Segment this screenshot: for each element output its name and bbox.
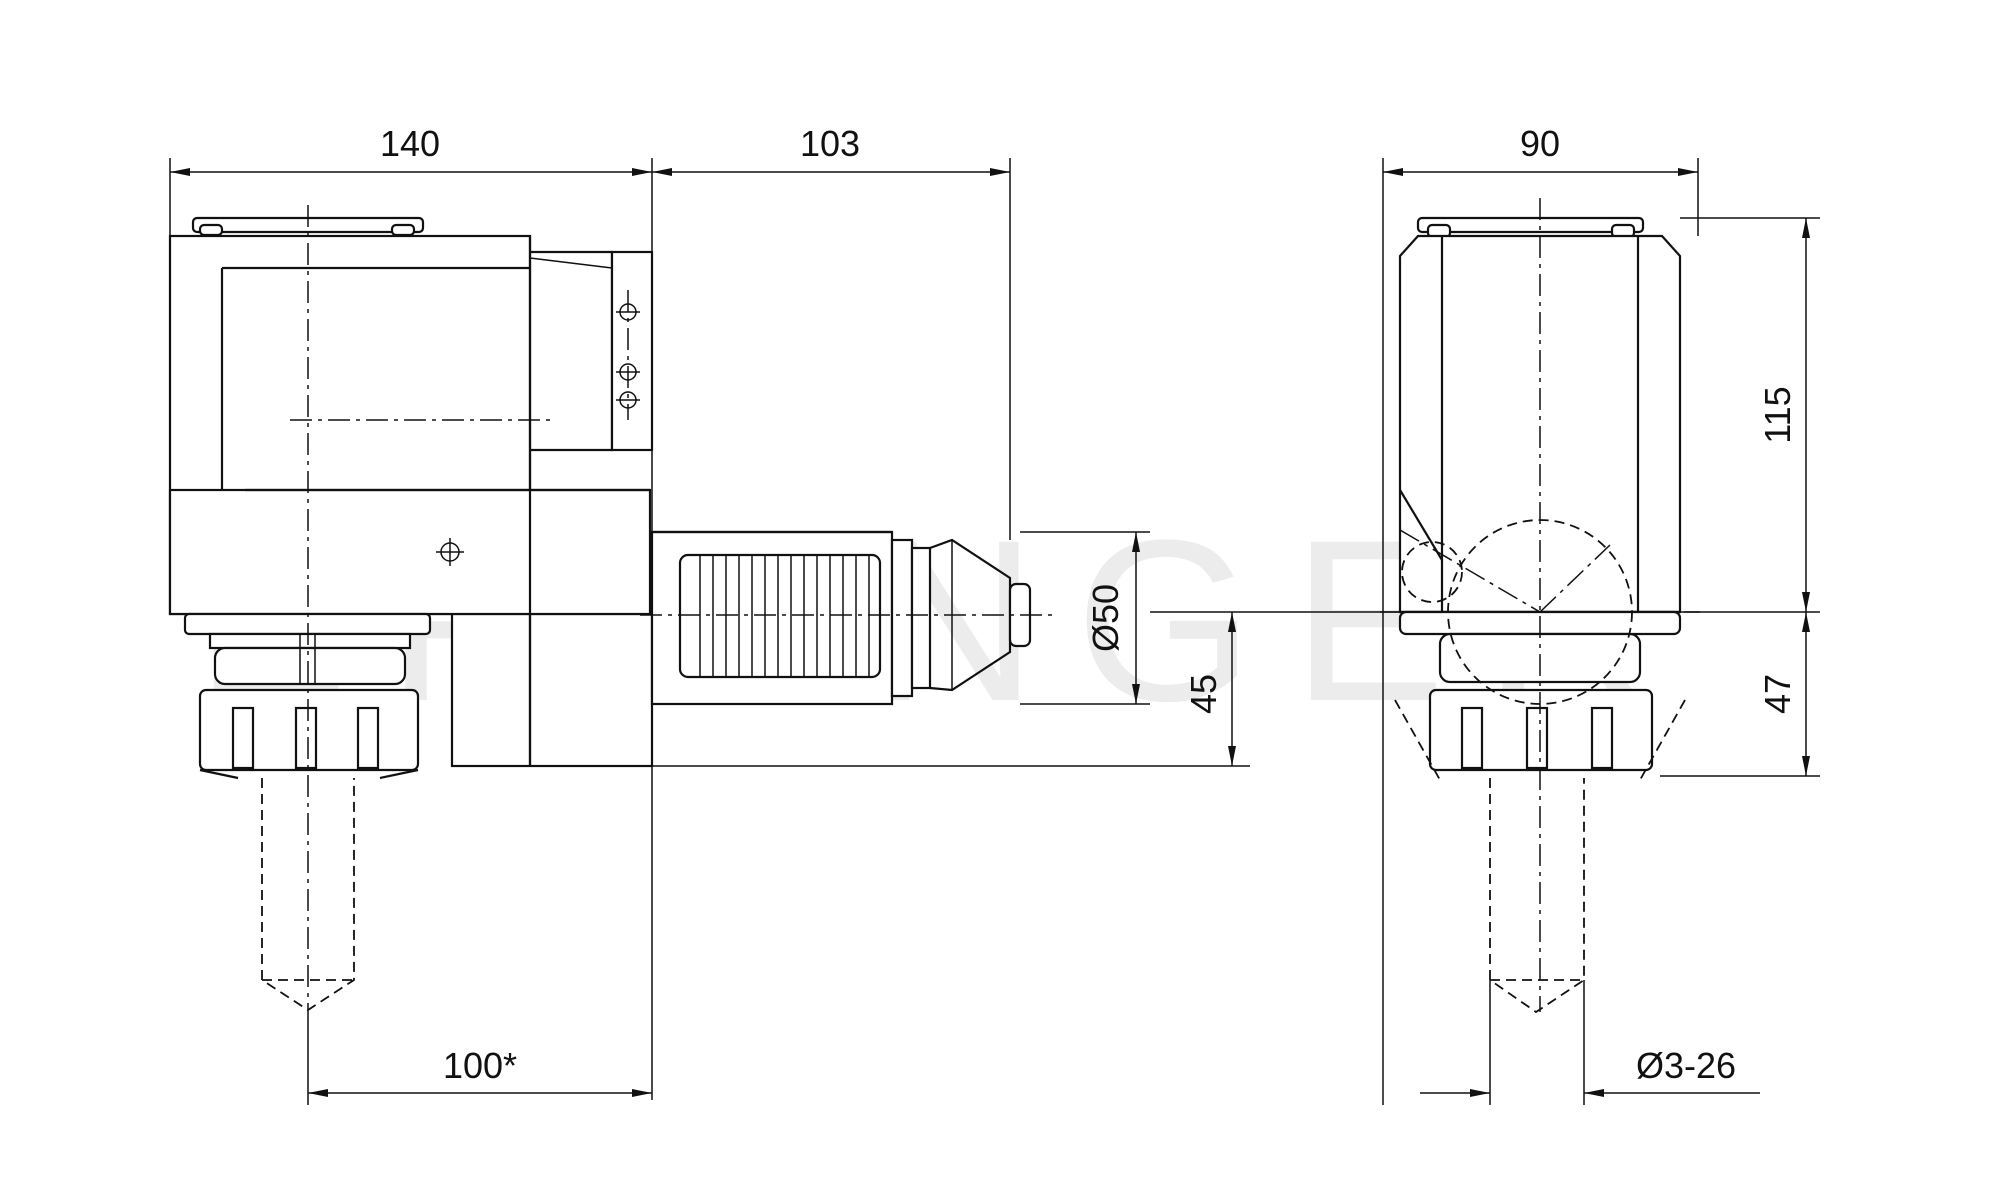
front-view (1380, 198, 1700, 1014)
dim-label-50: Ø50 (1085, 584, 1126, 652)
dim-label-115: 115 (1757, 386, 1798, 443)
dim-label-103: 103 (800, 123, 860, 164)
dim-label-140: 140 (380, 123, 440, 164)
dim-label-90: 90 (1520, 123, 1560, 164)
dimensions: 140 103 90 115 47 Ø50 45 100* Ø3-26 (169, 123, 1820, 1105)
bellows-ribs (699, 555, 870, 677)
dim-label-47: 47 (1757, 674, 1798, 714)
dim-label-45: 45 (1183, 674, 1224, 714)
dim-label-100: 100* (443, 1045, 517, 1086)
side-view (168, 205, 1230, 1012)
dim-label-diameter-range: Ø3-26 (1636, 1045, 1736, 1086)
